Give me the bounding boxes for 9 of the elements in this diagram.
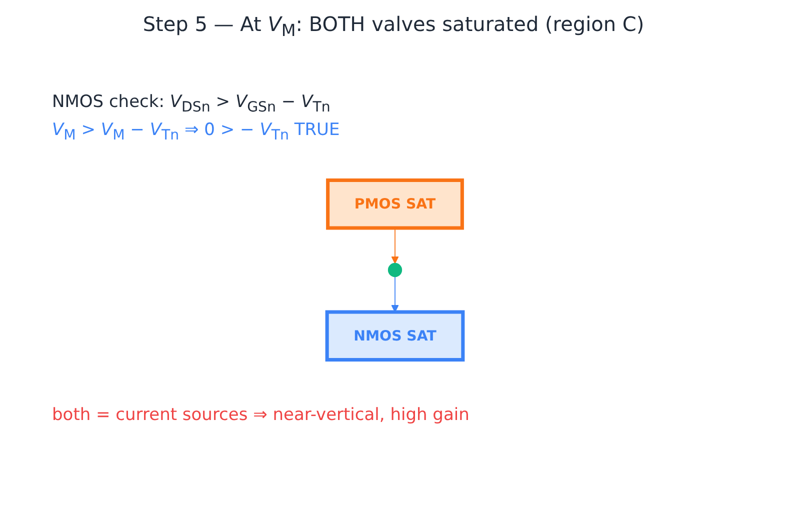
check-result: V$_{M}$ > V$_{M}$ − V$_{Tn}$ ⇒ 0 > − V$_{Tn}$ TRUE	[52, 120, 340, 144]
node-circle	[388, 262, 402, 278]
arrow	[391, 276, 399, 312]
diagram-title: Step 5 — At V$_{M}$: BOTH valves saturated (region C)	[142, 12, 646, 40]
check-formula: NMOS check: V$_{DSn}$ > V$_{GSn}$ − V$_{Tn}$	[52, 92, 330, 116]
note-text: both = current sources ⇒ near-vertical, high gain	[52, 405, 470, 425]
node-box	[325, 310, 465, 362]
arrow	[391, 228, 399, 264]
node-box	[326, 178, 464, 230]
